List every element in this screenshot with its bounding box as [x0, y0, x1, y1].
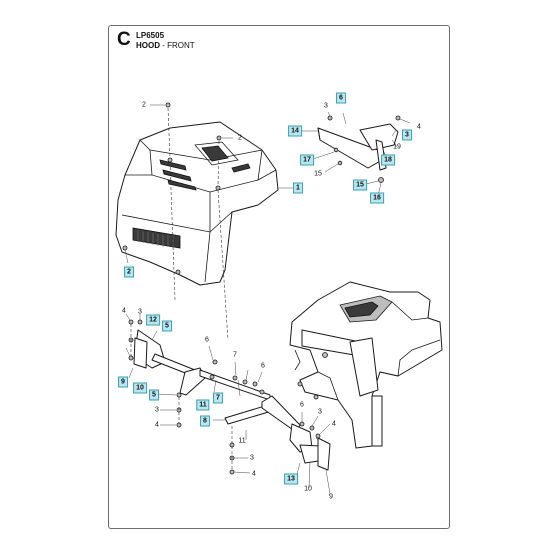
- callout-10-left[interactable]: 10: [133, 382, 147, 394]
- left-bracket-assembly: [125, 313, 206, 428]
- callout-11-tag[interactable]: 11: [196, 399, 210, 411]
- callout-6-center: 6: [205, 336, 209, 344]
- callout-3-bottom: 3: [250, 454, 254, 462]
- hood-bracket-assembly: [300, 111, 411, 197]
- callout-19: 19: [393, 143, 401, 151]
- center-rod-assembly: [199, 345, 331, 495]
- callout-6-center-right: 6: [261, 362, 265, 370]
- callout-4-lower-right: 4: [332, 420, 336, 428]
- diagram-title: HOOD - FRONT: [136, 41, 195, 50]
- hood-leaders: [124, 102, 296, 341]
- callout-4-upper-right: 4: [417, 123, 421, 131]
- callout-3-left: 3: [138, 308, 142, 316]
- callout-3-lower-right: 3: [318, 408, 322, 416]
- callout-4-left: 4: [122, 307, 126, 315]
- callout-3-upper: 3: [324, 102, 328, 110]
- callout-8[interactable]: 8: [200, 415, 210, 427]
- callout-15-tag[interactable]: 15: [353, 179, 367, 191]
- callout-9-bottom: 9: [329, 493, 333, 501]
- callout-10-bottom: 10: [304, 485, 312, 493]
- callout-2-highlight[interactable]: 2: [124, 266, 134, 278]
- hood-part: [115, 121, 279, 286]
- callout-5-lower[interactable]: 5: [149, 389, 159, 401]
- callout-1-hood[interactable]: 1: [293, 182, 303, 194]
- callout-17[interactable]: 17: [300, 154, 314, 166]
- section-letter: C: [117, 29, 131, 50]
- callout-4-bottom: 4: [252, 470, 256, 478]
- callout-2-hood: 2: [238, 134, 242, 142]
- callout-11-plain: 11: [238, 437, 246, 445]
- callout-4-lower-left: 4: [155, 421, 159, 429]
- callout-7-center: 7: [233, 351, 237, 359]
- callout-13[interactable]: 13: [284, 473, 298, 485]
- callout-6-lower-right: 6: [300, 401, 304, 409]
- callout-5-upper[interactable]: 5: [162, 320, 172, 332]
- callout-12[interactable]: 12: [146, 314, 160, 326]
- title-bold: HOOD: [136, 41, 160, 50]
- callout-3-lower-left: 3: [155, 406, 159, 414]
- callout-9-left[interactable]: 9: [118, 376, 128, 388]
- diagram-frame: [108, 25, 450, 529]
- title-rest: - FRONT: [160, 41, 195, 50]
- callout-14[interactable]: 14: [288, 125, 302, 137]
- chassis-frame: [289, 281, 443, 449]
- callout-3-upper-right[interactable]: 3: [402, 129, 412, 141]
- callout-6-upper[interactable]: 6: [336, 92, 346, 104]
- model-number: LP6505: [136, 31, 165, 40]
- callout-18[interactable]: 18: [381, 154, 395, 166]
- callout-16[interactable]: 16: [370, 192, 384, 204]
- callout-2-top: 2: [142, 101, 146, 109]
- callout-7-tag[interactable]: 7: [213, 392, 223, 404]
- callout-15-plain: 15: [314, 170, 322, 178]
